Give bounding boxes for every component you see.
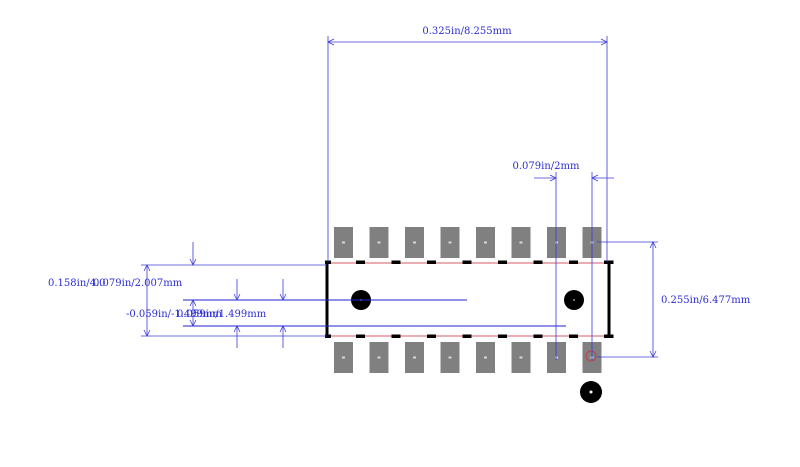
pin1-marker	[580, 381, 602, 403]
dim-pitch-label: 0.079in/2mm	[513, 161, 580, 172]
pad-top-6-dot	[519, 241, 523, 244]
body-dash-bottom-1	[356, 334, 365, 338]
dim-overall-width: 0.325in/8.255mm	[327, 26, 608, 262]
pad-top-1-dot	[342, 241, 345, 244]
body-dash-top-1	[356, 260, 365, 264]
body-dash-bottom-7	[569, 334, 578, 338]
dim-left-label-4: 0.059in/1.499mm	[177, 309, 267, 320]
body-dash-bottom-6	[533, 334, 543, 338]
pad-bottom-2-dot	[377, 356, 381, 359]
body-corner-1	[325, 260, 331, 264]
dim-overall-width-label: 0.325in/8.255mm	[422, 26, 512, 37]
body-corner-2	[604, 260, 610, 264]
body-outline	[325, 263, 611, 336]
dim-pitch: 0.079in/2mm	[513, 161, 614, 360]
body-dash-top-6	[533, 260, 543, 264]
fiducial-right	[564, 290, 584, 310]
pads-bottom-row	[334, 342, 602, 373]
pad-bottom-1-dot	[342, 356, 345, 359]
dim-left-label-2: 0.079in/2.007mm	[93, 278, 183, 289]
pad-bottom-5-dot	[484, 356, 487, 359]
dim-row-span-label: 0.255in/6.477mm	[661, 295, 751, 306]
body-dash-top-7	[569, 260, 578, 264]
pad-bottom-3-dot	[413, 356, 416, 359]
pad-top-3-dot	[413, 241, 416, 244]
body-dash-bottom-2	[391, 334, 401, 338]
pad-bottom-7-dot	[555, 356, 558, 359]
body-dash-bottom-5	[498, 334, 507, 338]
body-edge-dashes	[325, 260, 614, 338]
body-corner-4	[604, 334, 610, 338]
pad-bottom-4-dot	[448, 356, 452, 359]
dim-row-span: 0.255in/6.477mm	[597, 241, 751, 358]
pad-bottom-6-dot	[519, 356, 523, 359]
pad-top-7-dot	[555, 241, 558, 244]
body-dash-bottom-3	[427, 334, 436, 338]
body-dash-bottom-4	[462, 334, 472, 338]
pads-top-row	[334, 227, 602, 258]
body-dash-top-5	[498, 260, 507, 264]
pin1-ring	[585, 350, 597, 362]
body-dash-top-4	[462, 260, 472, 264]
body-dash-top-3	[427, 260, 436, 264]
pad-top-4-dot	[448, 241, 452, 244]
center-lines	[183, 299, 566, 327]
body-corner-3	[325, 334, 331, 338]
dim-left-label-3: -0.059in/-1.499mm	[126, 309, 223, 320]
body-dash-top-2	[391, 260, 401, 264]
pad-top-2-dot	[377, 241, 381, 244]
pad-top-5-dot	[484, 241, 487, 244]
dim-left-group: 0.158in/4.0 0.079in/2.007mm -0.059in/-1.…	[48, 242, 327, 348]
dim-left-label-1: 0.158in/4.0	[48, 278, 106, 289]
